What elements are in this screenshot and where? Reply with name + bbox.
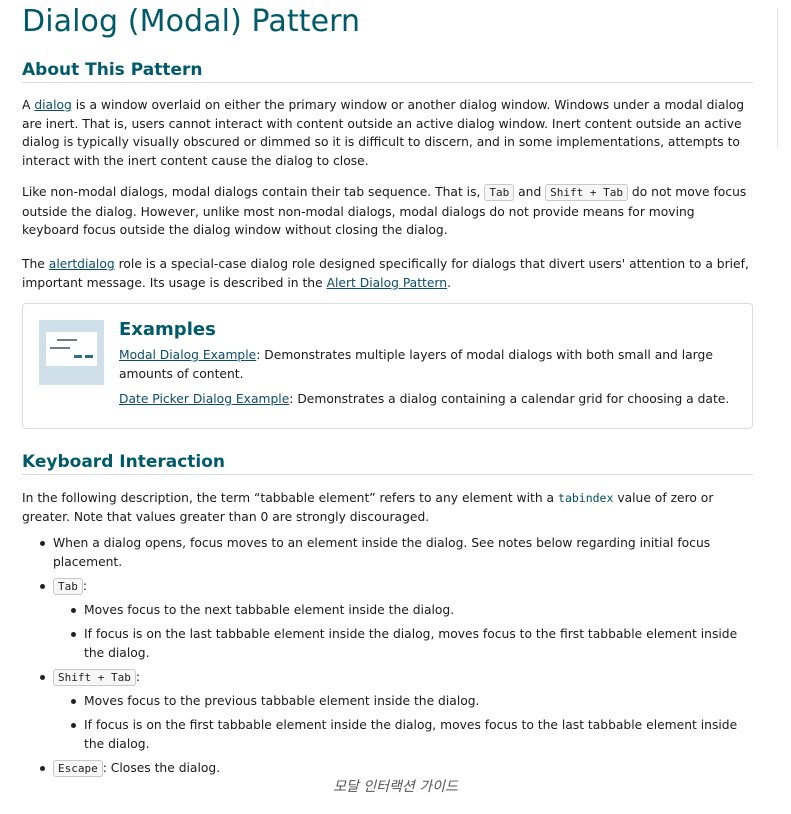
shift-tab-key: Shift + Tab (545, 184, 629, 201)
keyboard-list: When a dialog opens, focus moves to an e… (22, 534, 753, 779)
keyboard-intro: In the following description, the term “… (22, 491, 714, 524)
dialog-link[interactable]: dialog (34, 98, 72, 112)
alertdialog-link[interactable]: alertdialog (48, 257, 115, 271)
example-item: Date Picker Dialog Example: Demonstrates… (119, 392, 730, 406)
list-item: Shift + Tab: Moves focus to the previous… (22, 668, 753, 753)
image-caption: 모달 인터랙션 가이드 (333, 779, 458, 795)
list-item: Tab: Moves focus to the next tabbable el… (22, 577, 753, 662)
tab-sublist: Moves focus to the next tabbable element… (53, 601, 753, 663)
examples-box: Examples Modal Dialog Example: Demonstra… (22, 303, 753, 429)
about-paragraph-2: Like non-modal dialogs, modal dialogs co… (22, 184, 747, 237)
tab-key: Tab (484, 184, 515, 201)
list-item: Moves focus to the next tabbable element… (53, 601, 753, 620)
about-paragraph-1: A dialog is a window overlaid on either … (22, 98, 745, 168)
alert-dialog-pattern-link[interactable]: Alert Dialog Pattern (326, 275, 448, 290)
examples-icon (39, 320, 104, 385)
about-heading: About This Pattern (22, 60, 753, 83)
list-item: When a dialog opens, focus moves to an e… (22, 534, 753, 571)
example-item: Modal Dialog Example: Demonstrates multi… (119, 348, 713, 381)
shift-tab-sublist: Moves focus to the previous tabbable ele… (53, 692, 753, 754)
date-picker-dialog-example-link[interactable]: Date Picker Dialog Example (119, 392, 290, 406)
tabindex-code: tabindex (558, 491, 614, 505)
modal-dialog-example-link[interactable]: Modal Dialog Example (119, 348, 257, 362)
about-paragraph-3: The alertdialog role is a special-case d… (22, 257, 749, 290)
shift-tab-key: Shift + Tab (53, 669, 136, 686)
keyboard-heading: Keyboard Interaction (22, 452, 753, 475)
page-edge-rule (777, 8, 778, 148)
list-item: Moves focus to the previous tabbable ele… (53, 692, 753, 711)
list-item: If focus is on the first tabbable elemen… (53, 716, 753, 753)
page-title: Dialog (Modal) Pattern (22, 4, 361, 39)
list-item: Escape: Closes the dialog. (22, 759, 753, 779)
examples-heading: Examples (119, 319, 216, 340)
escape-key: Escape (53, 760, 103, 777)
list-item: If focus is on the last tabbable element… (53, 625, 753, 662)
tab-key: Tab (53, 578, 83, 595)
